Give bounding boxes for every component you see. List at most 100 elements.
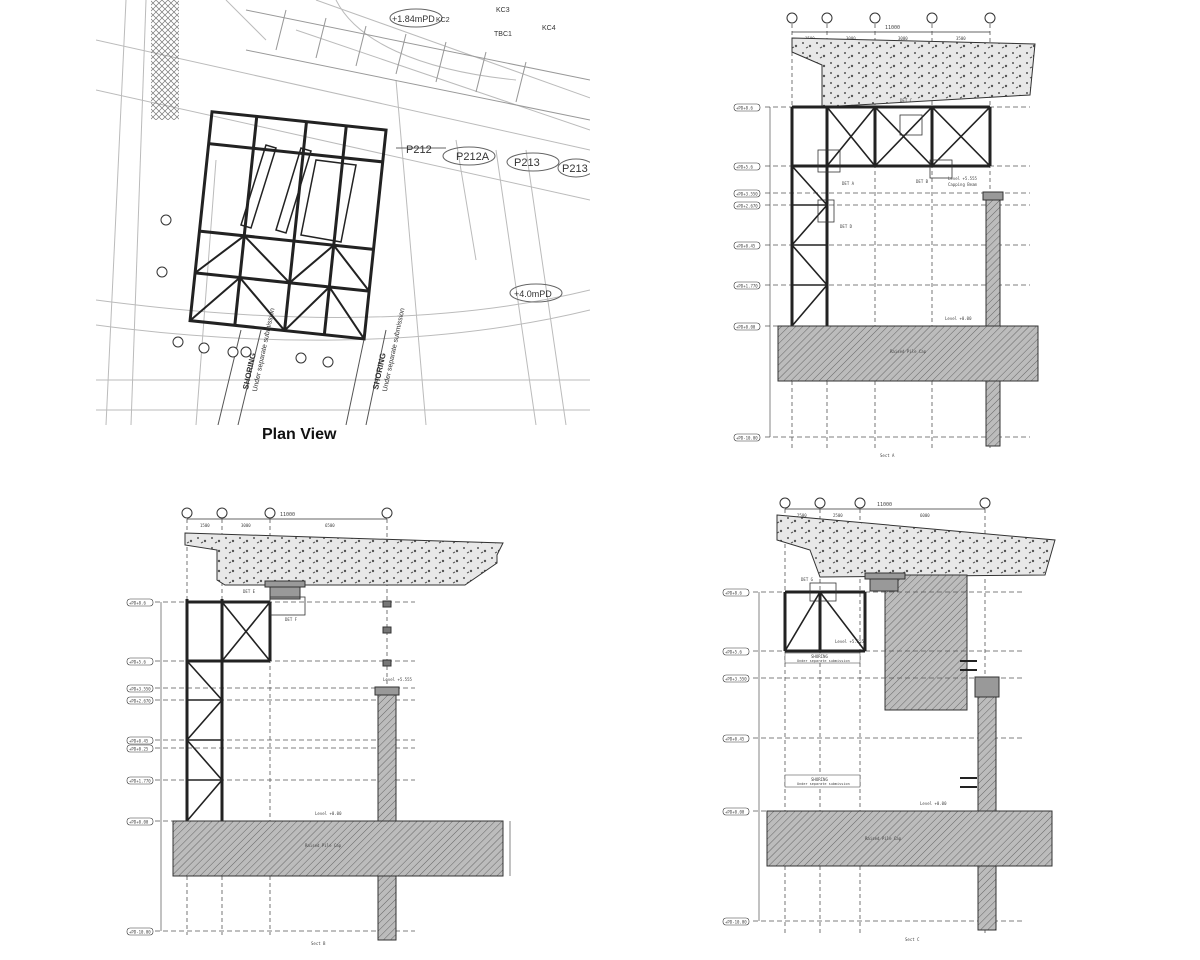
svg-text:+PD+3.550: +PD+3.550 [725, 677, 747, 682]
plan-tag-tbc1: TBC1 [494, 31, 512, 38]
plan-temporary-frame [188, 110, 388, 341]
svg-text:SHORING: SHORING [811, 777, 828, 782]
plan-view-drawing: P212 P212A P213 P213 +1.84mPD +4.0mPD KC… [96, 0, 590, 425]
sec-b-level-lines [155, 601, 415, 932]
sec-b-pier-cap [374, 686, 400, 696]
sec-a-det-d: DET D [840, 224, 853, 229]
sec-b-det-box [269, 596, 306, 616]
svg-text:+PD+2.670: +PD+2.670 [129, 699, 151, 704]
sec-a-span-3: 3000 [898, 36, 908, 41]
sec-a-level-tags: +PD+8.6 +PD+5.6 +PD+3.550 +PD+2.670 +PD+… [733, 103, 761, 442]
sec-a-bracing [790, 106, 991, 327]
svg-text:+PD+0.00: +PD+0.00 [129, 820, 149, 825]
sec-a-det-a: DET A [842, 181, 855, 186]
sec-c-span-3: 6000 [920, 513, 930, 518]
sec-c-det-g: DET G [801, 577, 814, 582]
sec-b-level-tags: +PD+8.6 +PD+5.6 +PD+3.550 +PD+2.670 +PD+… [126, 598, 154, 936]
plan-tag-kc4: KC4 [542, 25, 556, 32]
plan-hatched-strip [151, 0, 179, 120]
sec-c-span-2: 2500 [833, 513, 843, 518]
plan-grid-bubbles [156, 214, 334, 368]
svg-text:+PD+5.6: +PD+5.6 [129, 660, 146, 665]
sec-c-grid-bubbles [779, 497, 991, 509]
sec-c-shoring-note-lower: SHORING Under separate submission [784, 774, 861, 788]
sec-a-steel-frame [790, 105, 992, 326]
section-c-drawing: 11000 2500 2500 6000 +PD+8.6 +PD+5.6 +PD… [722, 497, 1056, 942]
sec-a-found-note: Raised Pile Cap [890, 349, 927, 354]
sec-a-span-4: 3500 [956, 36, 966, 41]
plan-background-lines [96, 0, 590, 425]
sec-b-det-f: DET F [285, 617, 298, 622]
svg-text:Under separate submission: Under separate submission [797, 659, 850, 663]
section-b-panel: 11000 1500 3000 6500 +PD+8.6 +PD+5.6 +PD… [125, 505, 535, 955]
sec-b-grid-bubbles [181, 507, 393, 519]
sec-c-found-label: Level +0.00 [920, 801, 947, 806]
sec-b-pile-cap [172, 820, 504, 877]
plan-pier-label-1: P212 [406, 144, 432, 156]
sec-a-pile-cap [777, 325, 1039, 382]
sec-c-span-1: 2500 [797, 513, 807, 518]
sec-c-span-total: 11000 [877, 502, 892, 508]
plan-upper-road [245, 9, 590, 121]
section-a-drawing: 11000 1500 3000 3000 3500 +PD+8.6 +PD+5.… [733, 12, 1039, 458]
svg-text:+PD+1.770: +PD+1.770 [736, 284, 758, 289]
sec-b-span-total: 11000 [280, 512, 295, 518]
sec-b-det-e: DET E [243, 589, 256, 594]
plan-pier-label-2: P212A [456, 151, 490, 163]
section-c-panel: 11000 2500 2500 6000 +PD+8.6 +PD+5.6 +PD… [715, 495, 1060, 950]
svg-text:Under separate submission: Under separate submission [797, 782, 850, 786]
svg-text:+PD+5.6: +PD+5.6 [736, 165, 753, 170]
svg-text:+PD-10.00: +PD-10.00 [736, 436, 758, 441]
plan-pier-label-3: P213 [514, 157, 540, 169]
sec-c-bridge-deck [776, 514, 1056, 578]
svg-text:+PD-10.00: +PD-10.00 [129, 930, 151, 935]
svg-text:+PD+0.45: +PD+0.45 [725, 737, 745, 742]
sec-a-det-c: DET C [900, 98, 913, 103]
sec-a-detail-boxes [817, 114, 953, 223]
plan-level-upper: +1.84mPD [392, 14, 435, 24]
svg-text:+PD+2.670: +PD+2.670 [736, 204, 758, 209]
sec-c-level-tags: +PD+8.6 +PD+5.6 +PD+3.550 +PD+0.45 +PD+0… [722, 588, 750, 926]
plan-pier-callouts [389, 8, 590, 303]
sec-b-bearing-stack [264, 580, 306, 600]
sec-a-section-label: Sect A [880, 453, 895, 458]
svg-text:+PD+8.6: +PD+8.6 [129, 601, 146, 606]
sec-c-bearing-stack [864, 572, 906, 592]
sec-b-pier-bolts [382, 600, 392, 667]
svg-text:+PD+0.00: +PD+0.00 [725, 810, 745, 815]
svg-text:+PD-10.00: +PD-10.00 [725, 920, 747, 925]
svg-text:+PD+0.45: +PD+0.45 [736, 244, 756, 249]
sec-c-shoring-note-upper: SHORING Under separate submission [784, 652, 861, 664]
sec-a-span-2: 3000 [846, 36, 856, 41]
sec-c-section-label: Sect C [905, 937, 920, 942]
plan-pier-label-4: P213 [562, 163, 588, 175]
sec-b-steel-tower [185, 599, 272, 821]
section-b-drawing: 11000 1500 3000 6500 +PD+8.6 +PD+5.6 +PD… [126, 507, 511, 946]
svg-text:+PD+8.6: +PD+8.6 [725, 591, 742, 596]
plan-level-lower: +4.0mPD [514, 289, 552, 299]
sec-b-pier-column [377, 694, 397, 941]
plan-view-panel: P212 P212A P213 P213 +1.84mPD +4.0mPD KC… [96, 0, 590, 425]
sec-b-cap-label: Level +5.555 [383, 677, 412, 682]
sec-b-span-2: 3000 [241, 523, 251, 528]
sec-a-cap-sub: Capping Beam [948, 182, 977, 187]
sec-c-bracing [784, 590, 866, 652]
sec-b-found-label: Level +0.00 [315, 811, 342, 816]
section-a-panel: 11000 1500 3000 3000 3500 +PD+8.6 +PD+5.… [730, 10, 1060, 460]
plan-shoring-note-2: SHORING Under separate submission [371, 307, 406, 392]
sec-a-bridge-deck [791, 37, 1036, 108]
svg-text:SHORING: SHORING [811, 654, 828, 659]
sec-c-det-box [809, 582, 837, 602]
sec-a-det-b: DET B [916, 179, 929, 184]
sec-c-pier-head [884, 574, 968, 711]
svg-text:+PD+5.6: +PD+5.6 [725, 650, 742, 655]
sec-a-found-label: Level +0.00 [945, 316, 972, 321]
plan-tag-kc2: KC2 [436, 17, 450, 24]
svg-text:+PD+0.45: +PD+0.45 [129, 739, 149, 744]
sec-c-steel-truss [783, 590, 867, 653]
plan-bearing-boxes [240, 144, 357, 243]
sec-c-pile-cap [766, 810, 1053, 867]
plan-tag-kc3: KC3 [496, 7, 510, 14]
sec-c-cap-label: Level +5.555 [835, 639, 864, 644]
svg-text:+PD+0.00: +PD+0.00 [736, 325, 756, 330]
